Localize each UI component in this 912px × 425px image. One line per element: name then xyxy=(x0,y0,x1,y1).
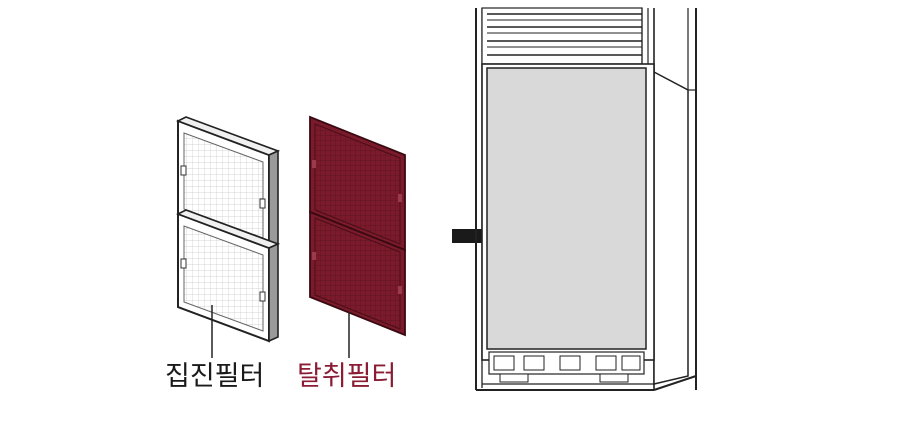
filter-slot-panel xyxy=(486,67,647,350)
deodorizing-filter xyxy=(309,115,406,358)
deodorizing-filter-label: 탈취필터 xyxy=(297,361,397,392)
unit-base xyxy=(476,351,697,391)
indoor-unit xyxy=(475,7,697,391)
dust-filter xyxy=(175,116,281,358)
deodorizing-filter-lower-panel xyxy=(309,210,406,337)
air-outlet-louver xyxy=(481,7,649,72)
dust-filter-label: 집진필터 xyxy=(165,361,265,392)
deodorizing-filter-upper-panel xyxy=(309,115,406,252)
dust-filter-lower-panel xyxy=(175,209,281,343)
